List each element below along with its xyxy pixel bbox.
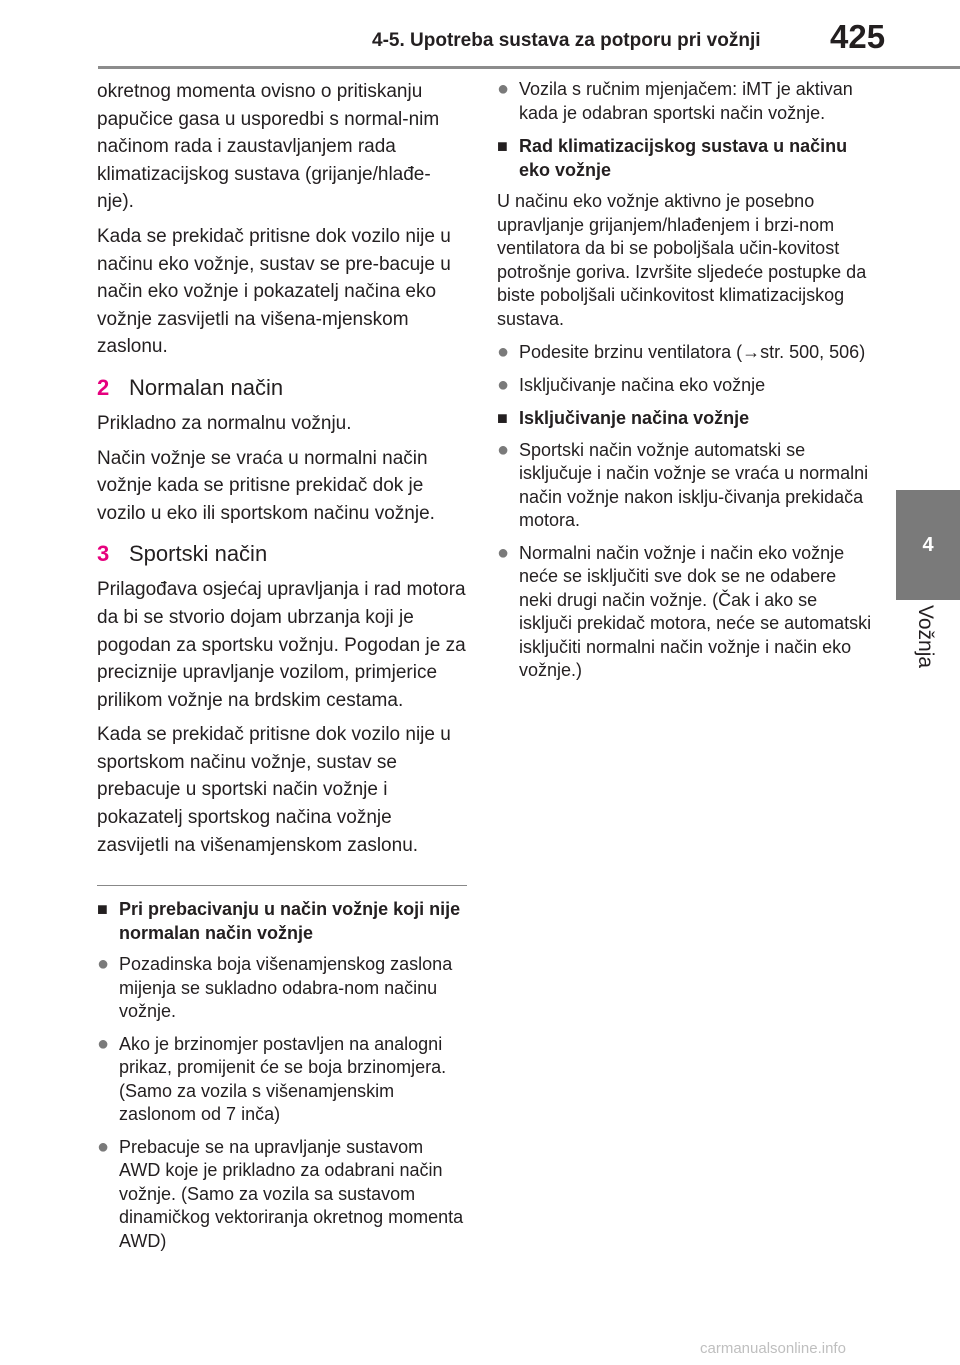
paragraph: Prikladno za normalnu vožnju. [97, 412, 352, 434]
dot-bullet-icon: ● [497, 78, 510, 100]
list-item: ● Isključivanje načina eko vožnje [497, 374, 872, 398]
subsection-heading-text: Isključivanje načina vožnje [519, 408, 750, 428]
square-bullet-icon: ■ [97, 899, 108, 920]
subsection-heading: ■ Pri prebacivanju u način vožnje koji n… [97, 898, 467, 945]
chapter-label: Vožnja [914, 605, 937, 669]
list-item-text: Podesite brzinu ventilatora (→str. 500, … [519, 342, 866, 362]
list-item-text: Ako je brzinomjer postavljen na analogni… [119, 1033, 447, 1125]
list-item: ● Ako je brzinomjer postavljen na analog… [97, 1033, 467, 1127]
page-number: 425 [830, 18, 886, 55]
left-column: okretnog momenta ovisno o pritiskanju pa… [97, 78, 467, 1262]
paragraph: okretnog momenta ovisno o pritiskanju pa… [97, 81, 440, 213]
paragraph: U načinu eko vožnje aktivno je posebno u… [497, 191, 867, 329]
chapter-number: 4 [922, 533, 934, 556]
paragraph: Prilagođava osjećaj upravljanja i rad mo… [97, 579, 466, 711]
subsection-heading: ■ Isključivanje načina vožnje [497, 407, 872, 431]
list-item-text: Isključivanje načina eko vožnje [519, 374, 766, 395]
step-title: Normalan način [129, 374, 284, 400]
list-item: ● Pozadinska boja višenamjenskog zaslona… [97, 953, 467, 1024]
header-rule [98, 66, 960, 69]
watermark: carmanualsonline.info [700, 1340, 846, 1357]
list-item: ● Podesite brzinu ventilatora (→str. 500… [497, 341, 872, 365]
paragraph: Kada se prekidač pritisne dok vozilo nij… [97, 225, 451, 358]
subsection-heading-text: Rad klimatizacijskog sustava u načinu ek… [519, 136, 848, 180]
dot-bullet-icon: ● [97, 953, 110, 976]
step-heading-normal: 2 Normalan način [97, 375, 467, 401]
paragraph: Način vožnje se vraća u normalni način v… [97, 447, 435, 524]
subsection-heading: ■ Rad klimatizacijskog sustava u načinu … [497, 135, 872, 182]
arrow-right-icon: → [742, 342, 761, 362]
section-title: 4-5. Upotreba sustava za potporu pri vož… [372, 30, 761, 51]
list-item-text: Sportski način vožnje automatski se iskl… [519, 439, 869, 531]
list-item-text: Pozadinska boja višenamjenskog zaslona m… [119, 954, 453, 1022]
square-bullet-icon: ■ [497, 408, 508, 428]
dot-bullet-icon: ● [497, 438, 510, 461]
dot-bullet-icon: ● [497, 541, 510, 564]
dot-bullet-icon: ● [497, 373, 510, 396]
list-item-text: Normalni način vožnje i način eko vožnje… [519, 542, 872, 681]
chapter-tab: 4 [896, 490, 960, 600]
list-item-text: Vozila s ručnim mjenjačem: iMT je aktiva… [519, 79, 853, 123]
divider [97, 885, 467, 887]
dot-bullet-icon: ● [497, 341, 510, 363]
subsection-heading-text: Pri prebacivanju u način vožnje koji nij… [119, 899, 461, 943]
step-heading-sport: 3 Sportski način [97, 541, 467, 567]
paragraph: Kada se prekidač pritisne dok vozilo nij… [97, 724, 451, 856]
list-item-text: Prebacuje se na upravljanje sustavom AWD… [119, 1136, 464, 1251]
list-item: ● Prebacuje se na upravljanje sustavom A… [97, 1136, 467, 1254]
list-item: ● Sportski način vožnje automatski se is… [497, 439, 872, 533]
step-number: 2 [97, 374, 110, 400]
dot-bullet-icon: ● [97, 1135, 110, 1158]
square-bullet-icon: ■ [497, 136, 508, 156]
dot-bullet-icon: ● [97, 1032, 110, 1055]
right-column: ● Vozila s ručnim mjenjačem: iMT je akti… [497, 78, 872, 692]
step-title: Sportski način [129, 541, 268, 567]
step-number: 3 [97, 541, 110, 567]
list-item: ● Normalni način vožnje i način eko vožn… [497, 542, 872, 683]
list-item: ● Vozila s ručnim mjenjačem: iMT je akti… [497, 78, 872, 125]
